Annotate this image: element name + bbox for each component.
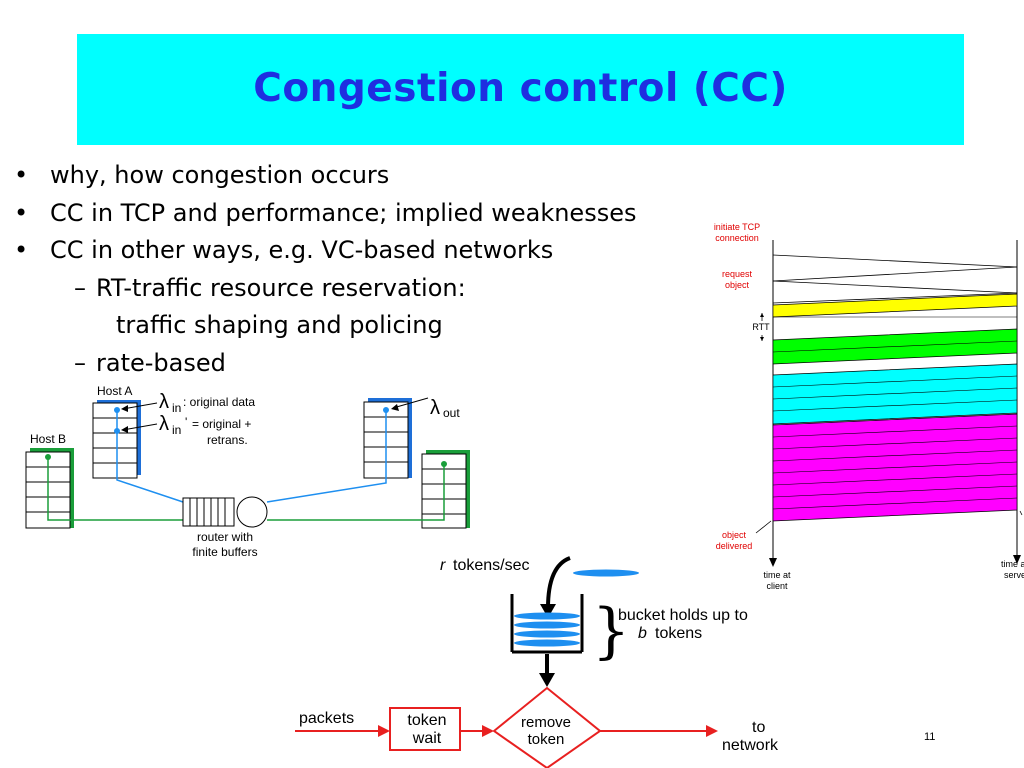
token-wait-label-1: token bbox=[407, 712, 446, 729]
delivered-label-1: object bbox=[722, 530, 747, 540]
host-b-flow-line bbox=[47, 457, 183, 521]
lambda-out-symbol: λ bbox=[430, 397, 440, 419]
router-buffer bbox=[182, 496, 268, 528]
request-label-2: object bbox=[725, 280, 750, 290]
remove-token-label-2: token bbox=[528, 731, 565, 748]
bullet-text: why, how congestion occurs bbox=[50, 161, 390, 189]
destination-stack-2 bbox=[421, 450, 470, 529]
token-wait-box bbox=[389, 707, 461, 751]
to-network-label-2: network bbox=[722, 737, 779, 754]
bucket-capacity-b: b bbox=[638, 625, 647, 642]
delivered-label-2: delivered bbox=[716, 541, 753, 551]
sub-bullet-text: RT-traffic resource reservation: bbox=[96, 273, 466, 302]
sub-bullet-marker: – bbox=[74, 273, 86, 302]
yellow-segment bbox=[772, 293, 1018, 318]
bullet-text: CC in TCP and performance; implied weakn… bbox=[50, 198, 637, 227]
lambda-prime-mark: ' bbox=[185, 415, 187, 429]
dest-flow-line-1 bbox=[266, 410, 387, 503]
rate-r-label: r bbox=[440, 557, 446, 574]
token-bucket bbox=[510, 594, 584, 654]
timing-figure: initiate TCP connection request object R… bbox=[714, 222, 1024, 591]
host-a-stack bbox=[92, 400, 141, 479]
host-a-label: Host A bbox=[97, 384, 132, 398]
rate-label: tokens/sec bbox=[453, 557, 529, 574]
client-time-label-2: client bbox=[766, 581, 788, 591]
title-bar: Congestion control (CC) bbox=[77, 34, 964, 145]
router-label-1: router with bbox=[197, 530, 253, 544]
client-time-label-1: time at bbox=[763, 570, 791, 580]
initiate-label-1: initiate TCP bbox=[714, 222, 760, 232]
sub-bullet-marker: – bbox=[74, 348, 86, 377]
token-wait-label-2: wait bbox=[412, 730, 442, 747]
sub-bullet-text: rate-based bbox=[96, 348, 226, 377]
token-drop-arrow bbox=[546, 556, 571, 609]
dest-flow-line-2 bbox=[267, 464, 445, 521]
token-bucket-figure: r tokens/sec } bucket holds up to b toke… bbox=[295, 556, 779, 768]
lambda-in-prime-symbol: λ bbox=[159, 413, 169, 435]
cyan-segment bbox=[772, 363, 1018, 425]
to-network-label-1: to bbox=[752, 719, 765, 736]
request-label-1: request bbox=[722, 269, 753, 279]
page-number: 11 bbox=[924, 731, 936, 743]
bullet-marker: • bbox=[14, 161, 29, 189]
sub-bullet-text: traffic shaping and policing bbox=[116, 311, 443, 339]
original-retrans-label-1: = original + bbox=[192, 417, 251, 431]
slide-title: Congestion control (CC) bbox=[253, 66, 788, 111]
lambda-in-subscript: in bbox=[172, 401, 181, 415]
bucket-capacity-label-2: tokens bbox=[655, 625, 702, 642]
incoming-token bbox=[573, 569, 639, 577]
bullet-text: CC in other ways, e.g. VC-based networks bbox=[50, 236, 554, 264]
packets-label: packets bbox=[299, 710, 354, 727]
network-figure: Host A Host B bbox=[25, 384, 470, 559]
lambda-in-symbol: λ bbox=[159, 391, 169, 413]
bucket-capacity-label-1: bucket holds up to bbox=[618, 607, 748, 624]
original-data-label: : original data bbox=[183, 395, 255, 409]
rtt-label: RTT bbox=[752, 322, 770, 332]
host-b-label: Host B bbox=[30, 432, 66, 446]
initiate-label-2: connection bbox=[715, 233, 759, 243]
remove-token-label-1: remove bbox=[521, 714, 571, 731]
host-b-stack bbox=[25, 448, 74, 529]
server-time-label-1: time at bbox=[1001, 559, 1024, 569]
bullet-marker: • bbox=[14, 236, 29, 264]
router-label-2: finite buffers bbox=[192, 545, 257, 559]
lambda-in-prime-subscript: in bbox=[172, 423, 181, 437]
bullet-marker: • bbox=[14, 198, 29, 227]
lambda-out-subscript: out bbox=[443, 406, 460, 420]
original-retrans-label-2: retrans. bbox=[207, 433, 248, 447]
brace-icon: } bbox=[592, 596, 630, 666]
